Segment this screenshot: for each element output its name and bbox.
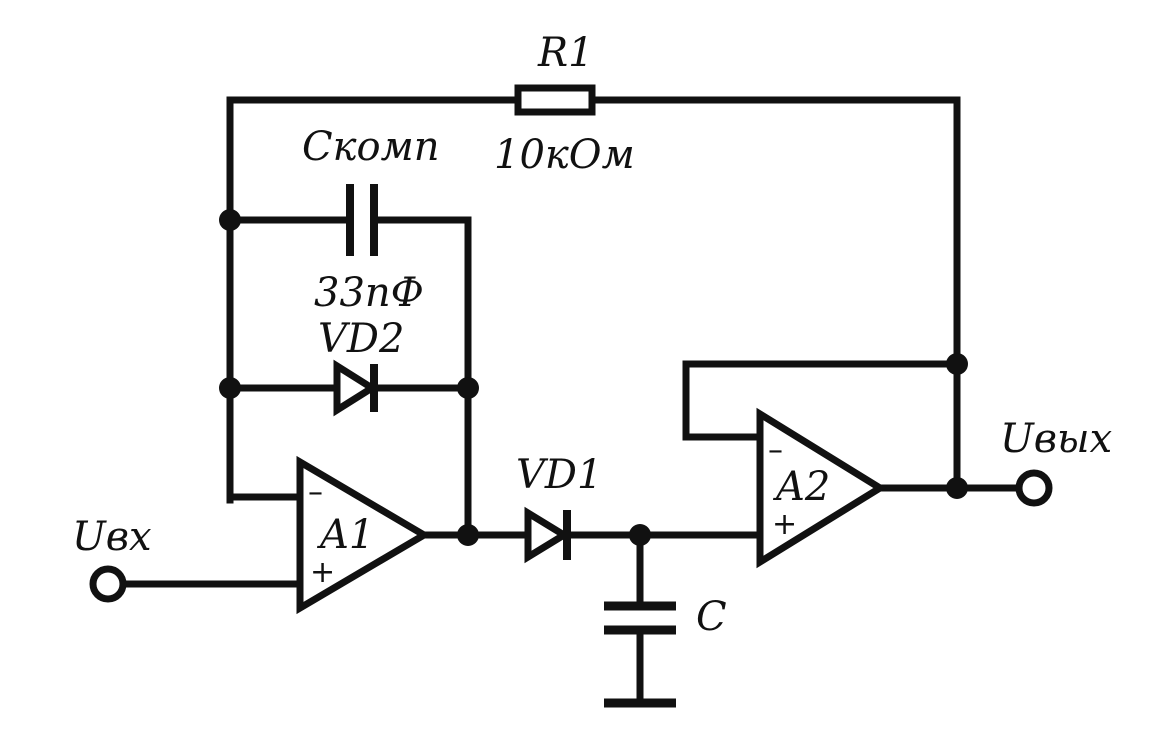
opamp-a2 xyxy=(756,407,887,569)
a1-inverting-pin: – xyxy=(308,475,323,510)
r1-label: R1 xyxy=(537,30,594,76)
output-terminal-label: Uвых xyxy=(1000,416,1112,462)
a2-label: A2 xyxy=(772,464,830,510)
r1-value: 10кОм xyxy=(494,132,635,178)
junctions xyxy=(219,209,968,546)
ccomp-label: Cкомп xyxy=(302,124,440,170)
a1-label: A1 xyxy=(316,512,374,558)
junction-ccomp-left xyxy=(219,209,241,231)
wire-feedback-top xyxy=(226,96,522,504)
a2-noninverting-pin: + xyxy=(772,507,797,542)
vd2-label: VD2 xyxy=(318,316,404,362)
diode-vd1 xyxy=(524,506,571,564)
a1-noninverting-pin: + xyxy=(310,555,335,590)
input-terminal xyxy=(89,565,127,603)
junction-a2-out xyxy=(946,477,968,499)
wire-ccomp-right xyxy=(373,216,472,539)
ccomp-value: 33пФ xyxy=(314,270,424,316)
junction-cap-node xyxy=(629,524,651,546)
junction-a1-out xyxy=(457,524,479,546)
cap-c-label: C xyxy=(696,594,727,640)
diode-vd2 xyxy=(333,359,379,417)
wire-a2-feedback xyxy=(682,360,961,441)
opamp-a1 xyxy=(296,455,431,615)
output-terminal xyxy=(1015,469,1053,507)
input-terminal-label: Uвх xyxy=(72,514,152,560)
junction-a2-feedback xyxy=(946,353,968,375)
junction-vd2-right xyxy=(457,377,479,399)
vd1-label: VD1 xyxy=(516,452,602,498)
a2-inverting-pin: – xyxy=(768,433,783,468)
junction-vd2-left xyxy=(219,377,241,399)
wiring xyxy=(120,96,1022,704)
resistor-r1 xyxy=(514,84,596,116)
